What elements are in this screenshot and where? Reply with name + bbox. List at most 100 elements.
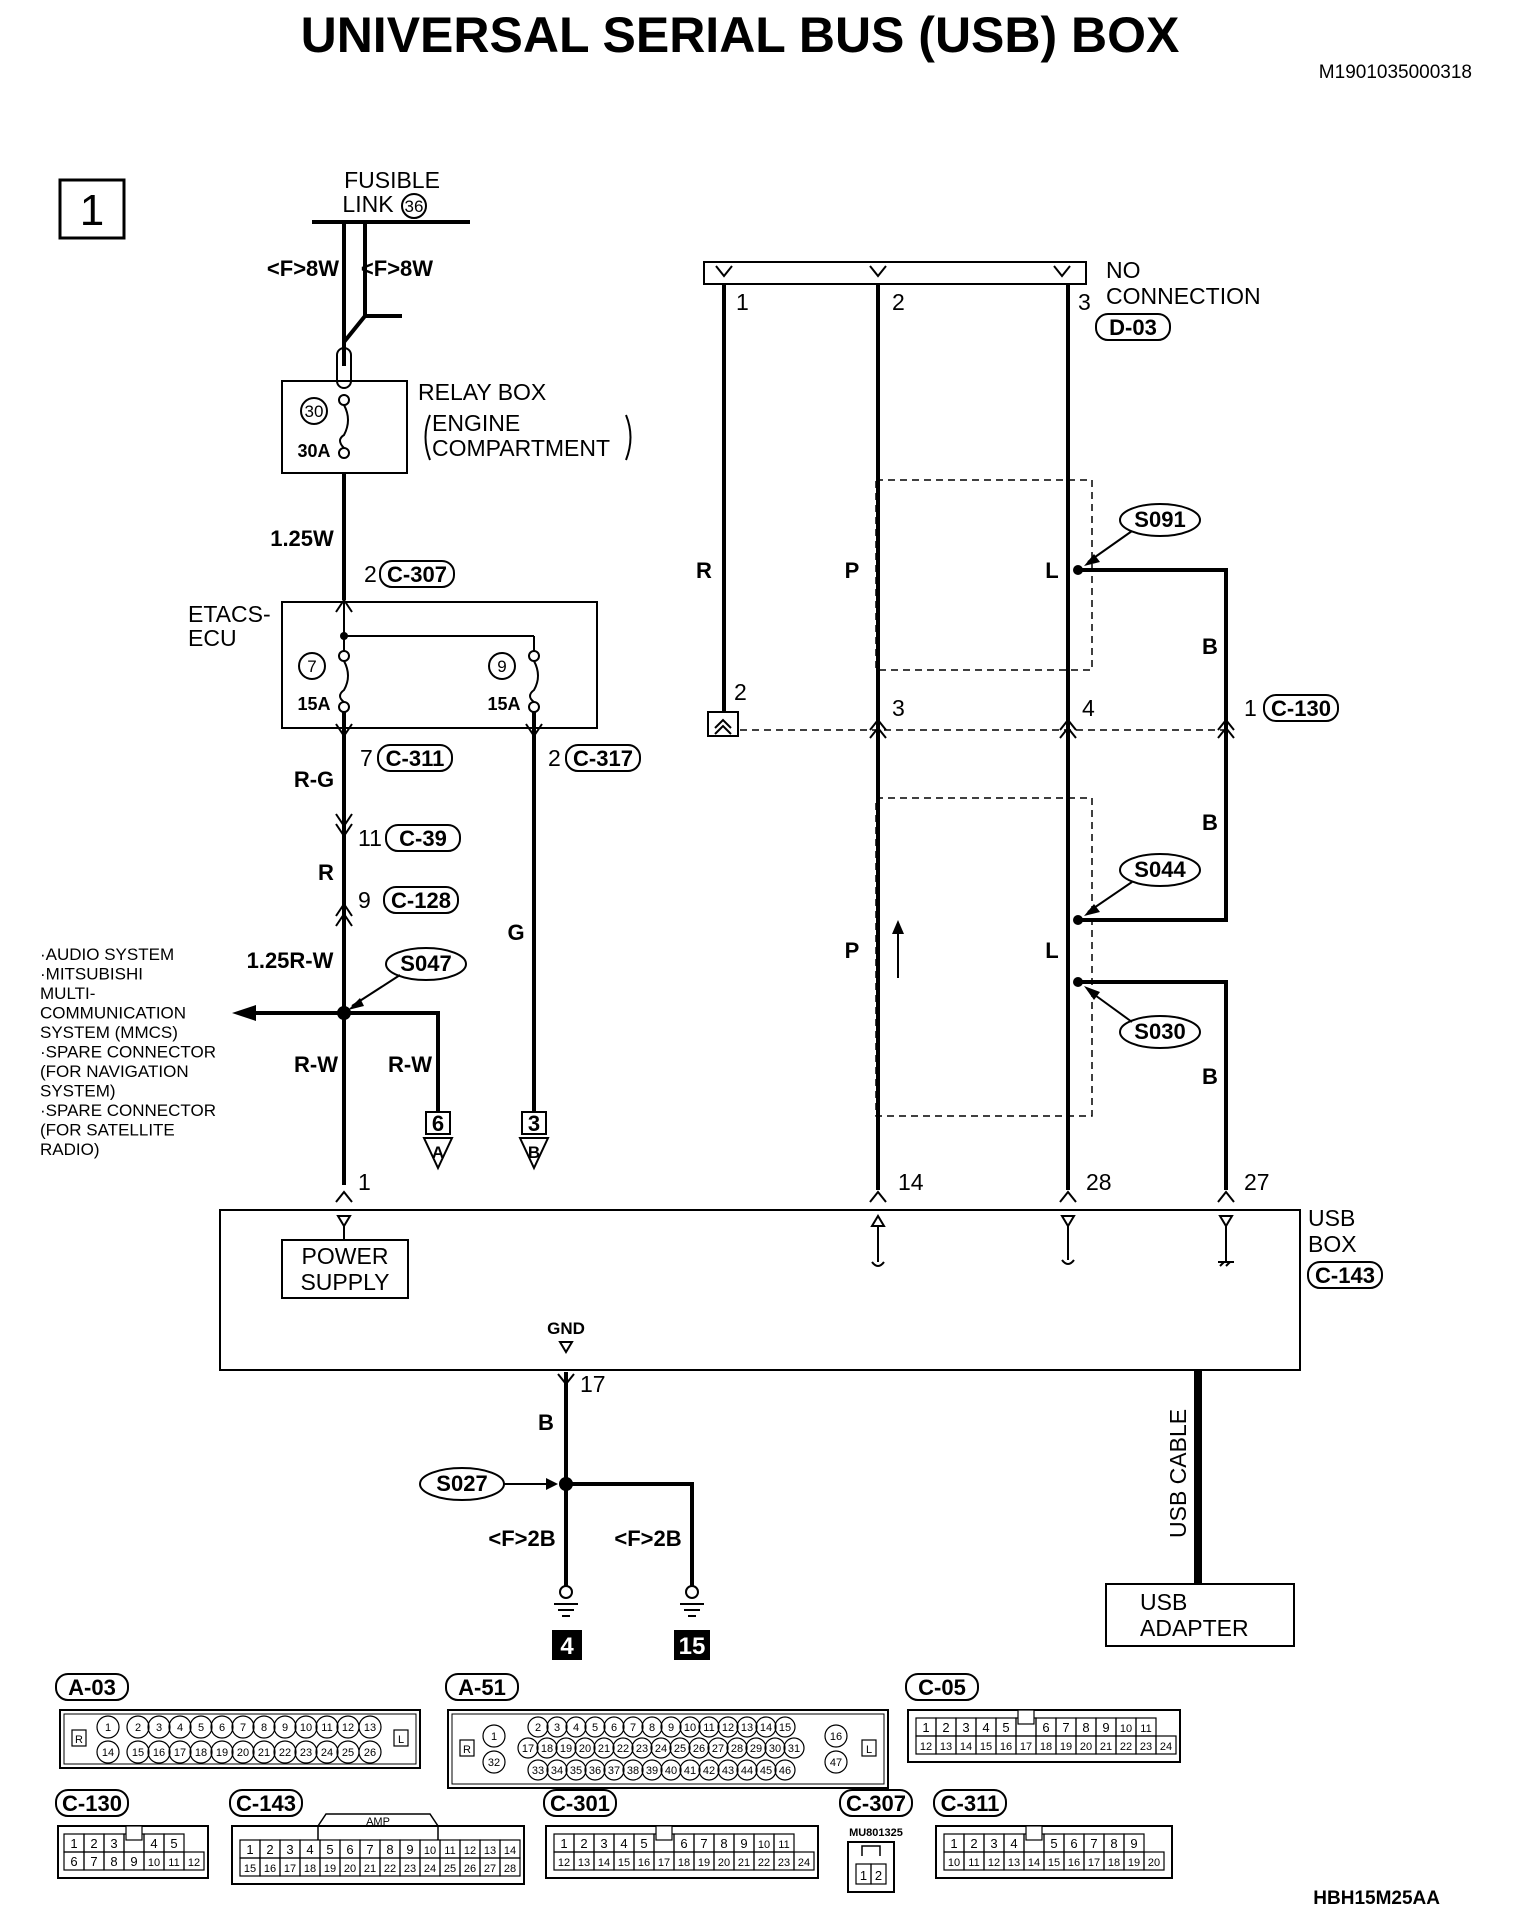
- pin-number: 3: [554, 1722, 560, 1734]
- c39-ref: C-39: [399, 826, 447, 851]
- pin-number: 6: [611, 1722, 617, 1734]
- wire-label-b3: B: [1202, 1064, 1218, 1089]
- pin-number: 23: [636, 1743, 648, 1755]
- c39-pin: 11: [358, 825, 382, 851]
- branch-list-line: SYSTEM (MMCS): [40, 1023, 178, 1042]
- pin-number: 11: [778, 1839, 789, 1851]
- pin-number: 23: [1140, 1741, 1152, 1753]
- pin-number: 6: [346, 1842, 353, 1857]
- pin-number: 19: [1060, 1741, 1072, 1753]
- usb-pin1: 1: [358, 1169, 371, 1195]
- pin-number: 4: [1010, 1836, 1017, 1851]
- pin-number: 8: [1082, 1720, 1089, 1735]
- pin-number: 19: [560, 1743, 572, 1755]
- pin-number: 21: [738, 1857, 750, 1869]
- usb-pin28: 28: [1086, 1169, 1112, 1195]
- splice-s030: S030: [1134, 1019, 1185, 1044]
- wire-label-f8w-left: <F>8W: [267, 256, 339, 281]
- fusible-link-label-2: LINK: [342, 191, 394, 217]
- usb-adapter-label-1: USB: [1140, 1589, 1187, 1615]
- pin-number: 10: [148, 1857, 160, 1869]
- pin-number: 2: [580, 1836, 587, 1851]
- fuse9-rating: 15A: [487, 694, 520, 714]
- wire-label-r: R: [318, 860, 334, 885]
- etacs-ecu-outline: [281, 601, 598, 729]
- pin-number: 22: [384, 1863, 396, 1875]
- page-number-box: [58, 178, 126, 240]
- pin-number: 47: [830, 1757, 842, 1769]
- pin-number: 14: [760, 1722, 772, 1734]
- side-label: L: [398, 1734, 404, 1746]
- usb-box-label-2: BOX: [1308, 1231, 1357, 1257]
- pin-number: 10: [424, 1845, 436, 1857]
- c307-pin: 2: [364, 561, 377, 587]
- pin-number: 10: [684, 1722, 696, 1734]
- c311-ref: C-311: [386, 746, 445, 771]
- pin-number: 43: [722, 1765, 734, 1777]
- fuse7-number: 7: [307, 657, 316, 676]
- pin-number: 2: [90, 1836, 97, 1851]
- pin-number: 19: [1128, 1857, 1140, 1869]
- pin-number: 13: [1008, 1857, 1020, 1869]
- pin-number: 17: [1088, 1857, 1100, 1869]
- pin-number: 9: [406, 1842, 413, 1857]
- pin-number: 22: [1120, 1741, 1132, 1753]
- relay-box-sub2: COMPARTMENT: [432, 435, 610, 461]
- pin-number: 18: [541, 1743, 553, 1755]
- pin-number: 25: [674, 1743, 686, 1755]
- branch-list-line: SYSTEM): [40, 1082, 116, 1101]
- no-connection-2: CONNECTION: [1106, 283, 1261, 309]
- d03-pin1: 1: [736, 289, 749, 315]
- ground-point-4: [552, 1630, 582, 1660]
- pin-number: 14: [598, 1857, 610, 1869]
- connector-view-name: A-51: [458, 1675, 506, 1700]
- wire-label-b-ground: B: [538, 1410, 554, 1435]
- relay-fuse-link: [336, 347, 352, 389]
- pin-number: 5: [326, 1842, 333, 1857]
- pin-number: 2: [535, 1722, 541, 1734]
- ground-number-4: 4: [560, 1633, 574, 1660]
- pin-number: 14: [504, 1845, 516, 1857]
- pin-number: 2: [135, 1722, 141, 1734]
- ref-b-number: 3: [528, 1111, 540, 1136]
- connector-view-name: C-143: [236, 1791, 296, 1816]
- pin-number: 18: [1108, 1857, 1120, 1869]
- d03-pin3: 3: [1078, 289, 1091, 315]
- pin-number: 1: [105, 1722, 111, 1734]
- usb-pin14: 14: [898, 1169, 924, 1195]
- pin-number: 4: [177, 1722, 183, 1734]
- branch-list-line: MULTI-: [40, 984, 95, 1003]
- pin-number: 10: [300, 1722, 312, 1734]
- pin-number: 32: [488, 1757, 500, 1769]
- pin-number: 44: [741, 1765, 753, 1777]
- pin-number: 7: [90, 1854, 97, 1869]
- connector-view-name: C-301: [550, 1791, 610, 1816]
- pin-number: 13: [364, 1722, 376, 1734]
- pin-number: 12: [558, 1857, 570, 1869]
- pin-number: 19: [698, 1857, 710, 1869]
- pin-number: 2: [942, 1720, 949, 1735]
- pin-number: 9: [1102, 1720, 1109, 1735]
- pin-number: 10: [758, 1839, 770, 1851]
- relay-fuse-number: 30: [305, 402, 324, 421]
- connector-view-name: C-311: [941, 1791, 1000, 1816]
- pin-number: 1: [246, 1842, 253, 1857]
- pin-number: 23: [404, 1863, 416, 1875]
- ref-a-number: 6: [432, 1111, 444, 1136]
- pin-number: 21: [598, 1743, 610, 1755]
- pin-number: 16: [1000, 1741, 1012, 1753]
- pin-number: 1: [922, 1720, 929, 1735]
- feed-wires: [342, 222, 402, 366]
- pin-number: 40: [665, 1765, 677, 1777]
- pin-number: 38: [627, 1765, 639, 1777]
- shield-box-lower: [875, 797, 1093, 1117]
- pin-number: 1: [950, 1836, 957, 1851]
- c130-ref: C-130: [1271, 696, 1331, 721]
- pin-number: 24: [798, 1857, 810, 1869]
- wire-label-p1: P: [845, 558, 860, 583]
- pin-number: 8: [649, 1722, 655, 1734]
- c311-pin: 7: [360, 745, 373, 771]
- usb-adapter-box: [1105, 1583, 1295, 1647]
- pin-number: 22: [758, 1857, 770, 1869]
- pin-number: 11: [703, 1722, 714, 1734]
